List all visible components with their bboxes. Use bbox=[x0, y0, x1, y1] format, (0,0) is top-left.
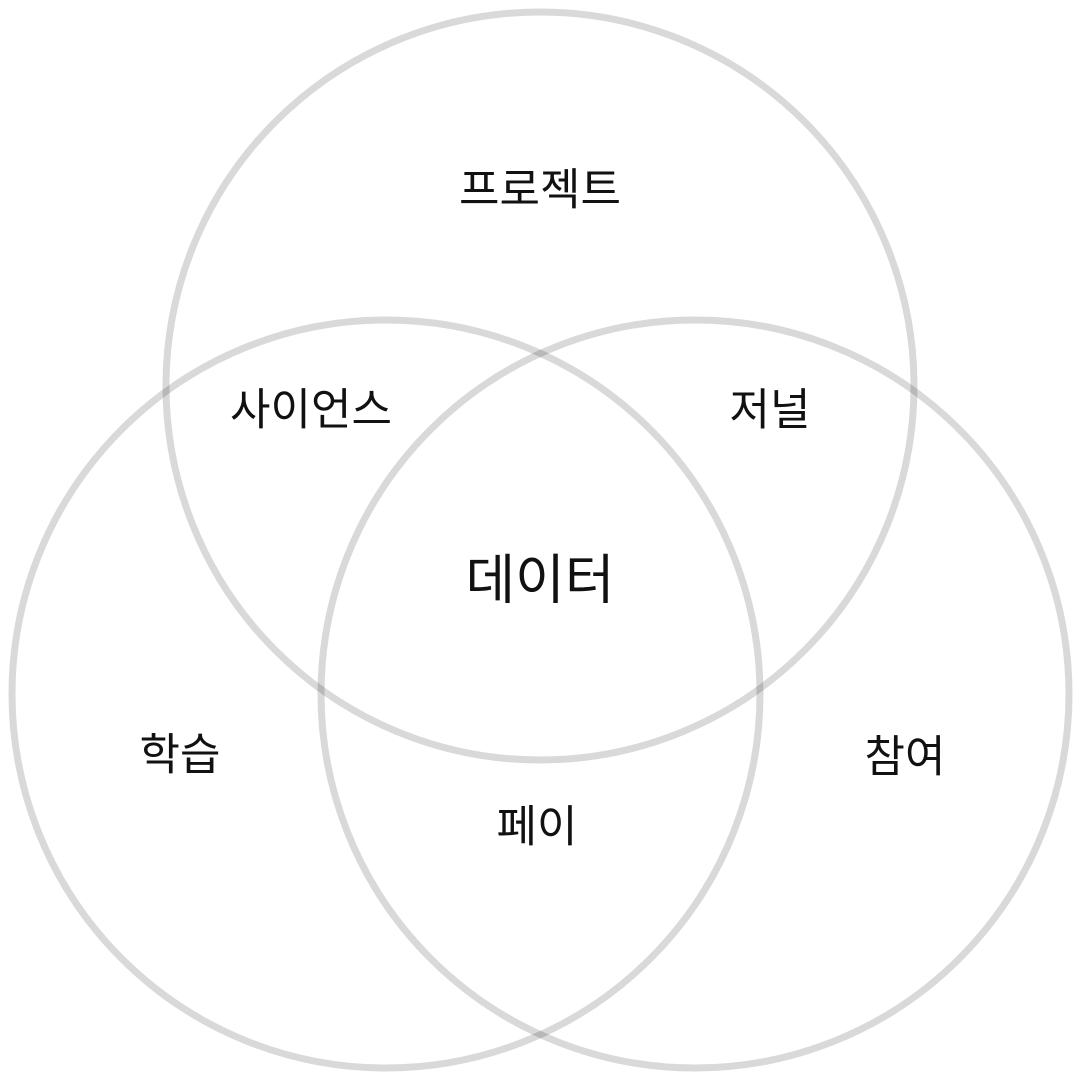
label-left: 학습 bbox=[140, 730, 221, 781]
label-left-right: 페이 bbox=[497, 802, 578, 853]
circle-right bbox=[317, 316, 1073, 1072]
label-top-right: 저널 bbox=[730, 385, 811, 436]
circle-left bbox=[8, 316, 764, 1072]
label-right: 참여 bbox=[865, 732, 946, 783]
label-top-left: 사이언스 bbox=[230, 385, 392, 436]
label-top: 프로젝트 bbox=[459, 165, 621, 216]
circle-top bbox=[162, 8, 918, 764]
label-center: 데이터 bbox=[465, 549, 614, 612]
